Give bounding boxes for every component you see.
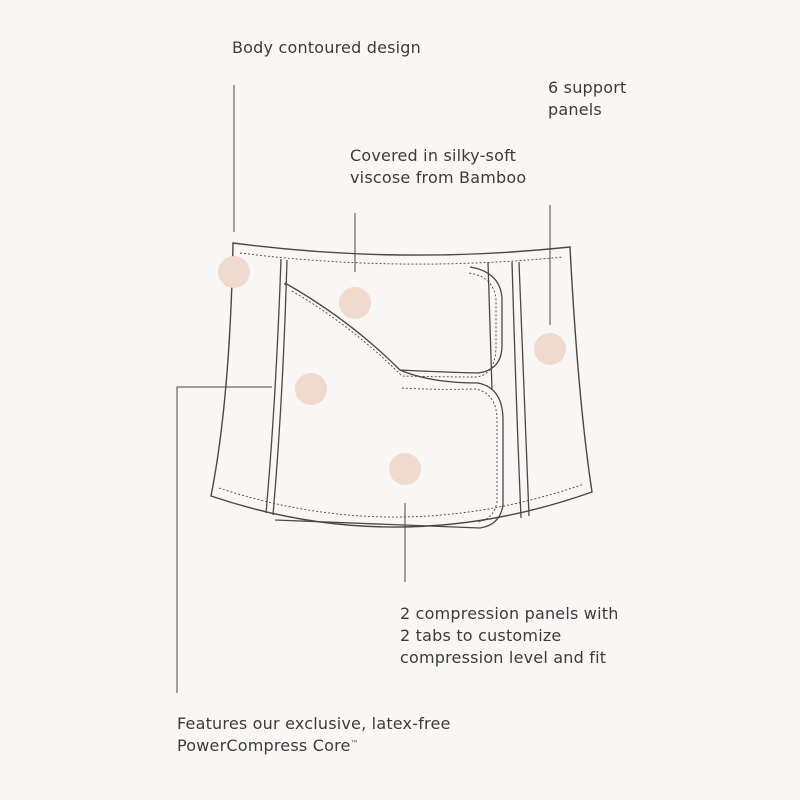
label-line: 2 tabs to customize xyxy=(400,626,562,645)
garment-outline xyxy=(210,242,593,528)
label-power-compress: Features our exclusive, latex-free Power… xyxy=(177,713,451,757)
label-line: PowerCompress Core™ xyxy=(177,736,359,755)
label-silky-soft: Covered in silky-soft viscose from Bambo… xyxy=(350,145,526,189)
top-stitching xyxy=(239,252,564,265)
compression-panel xyxy=(274,266,504,529)
left-boning-channel-inner xyxy=(272,259,288,516)
label-line: panels xyxy=(548,100,602,119)
label-support-panels: 6 support panels xyxy=(548,77,627,121)
label-line: viscose from Bamboo xyxy=(350,168,527,187)
right-boning-channel-2 xyxy=(518,261,530,517)
label-line: 2 compression panels with xyxy=(400,604,619,623)
label-compression-panels: 2 compression panels with 2 tabs to cust… xyxy=(400,603,619,669)
compression-panel-stitching xyxy=(291,272,498,523)
feature-dot-silky-soft xyxy=(339,287,371,319)
feature-dot-power-compress xyxy=(295,373,327,405)
label-line: 6 support xyxy=(548,78,627,97)
trademark-symbol: ™ xyxy=(350,739,359,748)
label-body-contoured: Body contoured design xyxy=(232,38,421,57)
feature-dot-support-panels xyxy=(534,333,566,365)
feature-dot-body-contoured xyxy=(218,256,250,288)
feature-dot-compression xyxy=(389,453,421,485)
callout-line-power-compress xyxy=(176,386,272,693)
right-boning-channel-3 xyxy=(487,261,493,391)
right-boning-channel-1 xyxy=(511,261,522,519)
label-line: compression level and fit xyxy=(400,648,607,667)
label-line: Features our exclusive, latex-free xyxy=(177,714,451,733)
left-boning-channel-outer xyxy=(265,258,282,514)
label-line: Covered in silky-soft xyxy=(350,146,517,165)
bottom-stitching xyxy=(218,483,585,518)
